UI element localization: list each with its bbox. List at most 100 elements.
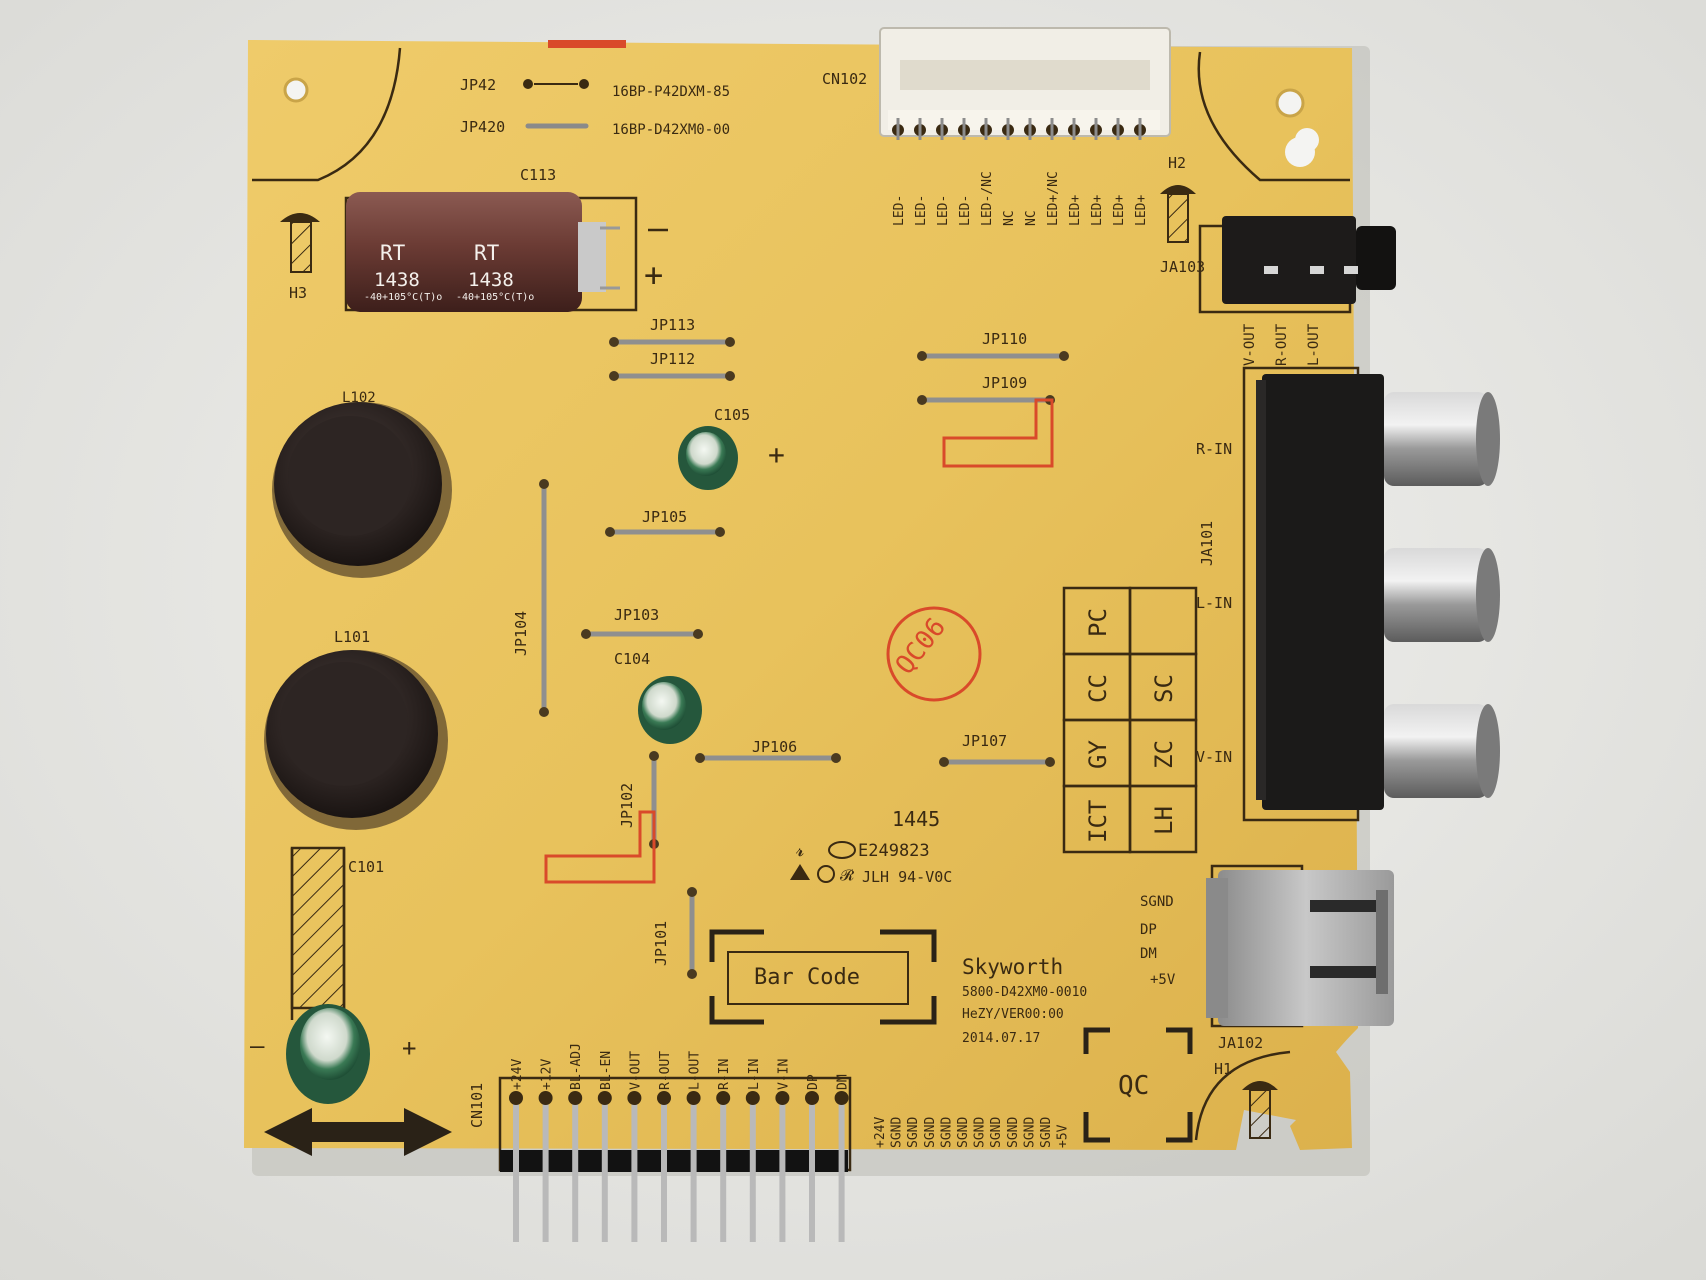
cert-rating: JLH 94-V0C (862, 868, 952, 886)
c101-capacitor (286, 1004, 370, 1104)
c113-code-2: 1438 (468, 269, 514, 291)
mount-hole (1295, 128, 1319, 152)
cn102-ref: CN102 (822, 70, 867, 88)
jumper-pad (687, 887, 697, 897)
cn101-pad (745, 1091, 760, 1105)
cn101-pin (601, 1098, 608, 1242)
cn101-pin (631, 1098, 638, 1242)
jp104-ref: JP104 (512, 611, 530, 656)
cn101-plastic (500, 1150, 848, 1172)
svg-text:𝓡: 𝓡 (840, 866, 855, 884)
cn101-pin-label: +12V (540, 1059, 555, 1090)
red-outline (544, 810, 656, 884)
led-pin-label: LED- (936, 195, 951, 226)
corner-outline (1197, 51, 1350, 182)
jp112-ref: JP112 (650, 350, 695, 368)
cn101-pin (809, 1098, 815, 1242)
cn101-pad (568, 1091, 583, 1105)
cn101-pad (805, 1091, 819, 1105)
h3-ref: H3 (289, 284, 307, 302)
cn101-bottom-label: +5V (1056, 1124, 1071, 1148)
jumper-pad (609, 371, 619, 381)
jumper-pad (917, 395, 927, 405)
jp42-ref: JP42 (460, 76, 496, 94)
jumper-pad (693, 629, 703, 639)
cn101-pin (690, 1098, 697, 1242)
red-outline (942, 398, 1054, 468)
maker-version: HeZY/VER00:00 (962, 1007, 1064, 1022)
led-pin-label: LED- (958, 195, 973, 226)
cn101-pin-label: +24V (510, 1059, 525, 1090)
c104-capacitor (638, 676, 702, 744)
qc-grid-cell (1128, 784, 1198, 854)
c113-temp: -40+105°C(T)o (364, 292, 442, 303)
ja103-ref: JA103 (1160, 258, 1205, 276)
jumper-pad (539, 707, 549, 717)
screw-icon (1242, 1081, 1278, 1139)
c101-plus: + (402, 1034, 416, 1062)
v-in-label: V-IN (1196, 748, 1232, 766)
led-pin-label: LED-/NC (980, 171, 995, 226)
c105-capacitor (678, 426, 738, 490)
cn101-pad (509, 1091, 523, 1105)
cn101-pad (686, 1091, 701, 1105)
double-arrow-icon (264, 1108, 452, 1156)
ja103-jack (1222, 216, 1396, 304)
rca-jack-r (1384, 392, 1500, 486)
usb-pin-label: SGND (1140, 894, 1174, 910)
jp102-ref: JP102 (618, 783, 636, 828)
jumper-pad (605, 527, 615, 537)
c113-plus: + (644, 256, 663, 294)
jp103-ref: JP103 (614, 606, 659, 624)
jp420-ref: JP420 (460, 118, 505, 136)
cn101-bottom-label: SGND (989, 1117, 1004, 1148)
l102-inductor (272, 402, 452, 578)
cn101-ref: CN101 (468, 1083, 486, 1128)
cn101-bottom-label: SGND (1006, 1117, 1021, 1148)
jumper-pad (581, 629, 591, 639)
cn101-pin (749, 1098, 756, 1242)
cn101-bottom-label: SGND (973, 1117, 988, 1148)
qc-grid-label: ZC (1150, 740, 1178, 769)
l-in-label: L-IN (1196, 594, 1232, 612)
h1-ref: H1 (1214, 1060, 1232, 1078)
l101-ref: L101 (334, 628, 370, 646)
led-pin-label: NC (1024, 210, 1039, 226)
c113-ref: C113 (520, 166, 556, 184)
ja101-rca-block (1256, 374, 1384, 810)
jp101-ref: JP101 (652, 921, 670, 966)
cn101-pin-label: BL-EN (599, 1051, 614, 1090)
c101-minus: – (250, 1032, 265, 1060)
cn101-bottom-label: SGND (923, 1117, 938, 1148)
mount-hole (283, 77, 309, 103)
cn101-pin-label: R-IN (717, 1059, 732, 1090)
c113-temp-2: -40+105°C(T)o (456, 292, 534, 303)
c113-brand-2: RT (474, 241, 500, 265)
cn102-pins (892, 118, 1146, 140)
cn101-pad (627, 1091, 642, 1105)
cn101-pin (661, 1098, 667, 1242)
c101-footprint (290, 846, 346, 1010)
cn101-pin-label: V-OUT (628, 1051, 643, 1090)
cn101-pin (779, 1098, 786, 1242)
screw-icon (1160, 185, 1196, 243)
cn101-pad (597, 1091, 612, 1105)
cn101-pad (834, 1091, 849, 1105)
cn101-pin-label: DM (836, 1074, 851, 1090)
c105-ref: C105 (714, 406, 750, 424)
maker-model: 5800-D42XM0-0010 (962, 985, 1087, 1000)
usb-pin-label: +5V (1150, 972, 1176, 988)
c105-plus: + (768, 438, 785, 471)
l101-inductor (264, 650, 448, 830)
jumper-pad (609, 337, 619, 347)
qc-grid-label: CC (1084, 674, 1112, 703)
c113-code: 1438 (374, 269, 420, 291)
jumper-pad (1059, 351, 1069, 361)
corner-outline (252, 47, 402, 182)
corner-outline (1194, 1050, 1291, 1141)
